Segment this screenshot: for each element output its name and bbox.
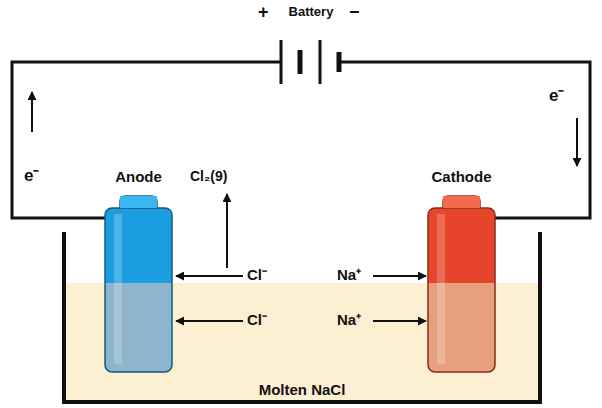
electron-arrow: [31, 92, 33, 132]
ion-label: Cl⁻: [247, 266, 267, 283]
electrode-outline: [105, 208, 172, 372]
molten-liquid: [66, 283, 538, 400]
battery-plate: [319, 40, 322, 84]
battery-plate: [298, 50, 303, 74]
ion-arrow: [373, 320, 426, 322]
wire: [341, 62, 590, 218]
vessel-label: Molten NaCl: [259, 381, 346, 398]
electrode-outline: [428, 208, 495, 372]
electron-label: e⁻: [24, 166, 39, 186]
ion-label: Na⁺: [337, 311, 361, 328]
electrode-label: Anode: [115, 168, 162, 185]
battery-label: Battery: [289, 5, 334, 20]
electron-label: e⁻: [549, 86, 564, 106]
electrode-cap: [120, 196, 157, 208]
battery-node: Battery: [281, 5, 341, 90]
terminal-sign: −: [349, 2, 360, 23]
electrode-body: [105, 196, 172, 372]
electrode-cap: [443, 196, 480, 208]
ion-arrow: [373, 275, 426, 277]
electrode-highlight: [114, 214, 122, 364]
ion-label: Cl⁻: [247, 311, 267, 328]
anode-electrode: Anode: [105, 168, 172, 372]
electrode-body: [428, 196, 495, 372]
terminal-sign: +: [258, 2, 269, 23]
battery-plate: [337, 52, 342, 72]
electrode-rod: [428, 208, 495, 372]
gas-label: Cl₂(9): [190, 168, 227, 184]
wire: [12, 62, 281, 218]
ion-label: Na⁺: [337, 266, 361, 283]
electrode-shape: [105, 168, 172, 372]
ion-arrow: [176, 275, 243, 277]
container-vessel: Molten NaCl: [62, 232, 542, 404]
cathode-electrode: Cathode: [428, 168, 495, 372]
electron-arrow: [576, 118, 578, 166]
ion-arrow: [176, 320, 243, 322]
gas-arrow: [226, 194, 228, 268]
electrode-label: Cathode: [432, 168, 492, 185]
electrode-shape: [428, 168, 495, 372]
electrode-highlight: [437, 214, 445, 364]
electrode-rod: [105, 208, 172, 372]
battery-symbol: [281, 40, 339, 84]
